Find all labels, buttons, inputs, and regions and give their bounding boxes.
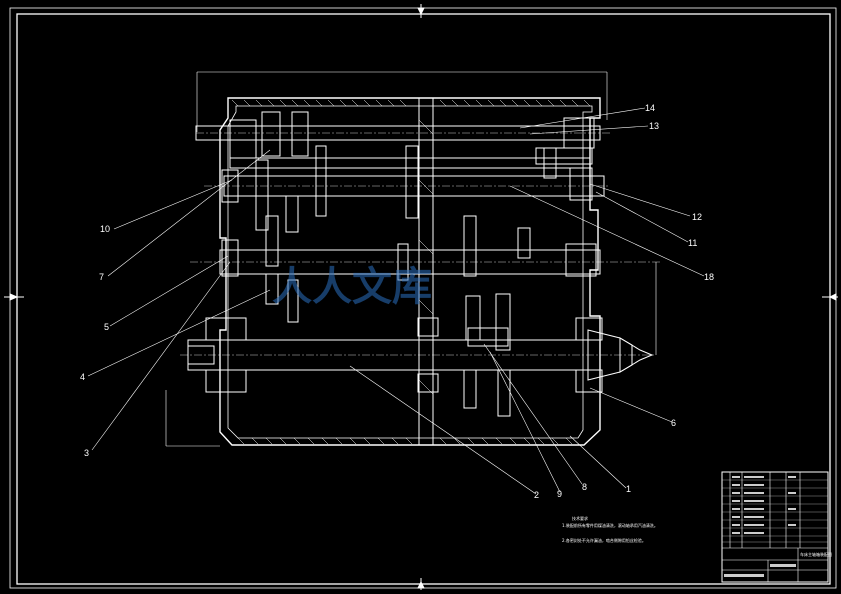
callout-13: 13 — [649, 121, 659, 131]
callout-3: 3 — [84, 448, 89, 458]
shaft-second — [229, 157, 591, 169]
shafts — [180, 125, 660, 381]
callout-2: 2 — [534, 490, 539, 500]
callout-7: 7 — [99, 272, 104, 282]
notes-heading: 技术要求 — [572, 515, 588, 521]
callout-14: 14 — [645, 103, 655, 113]
callout-9: 9 — [557, 489, 562, 499]
notes-line-1: 1.装配前所有零件用煤油清洗，滚动轴承用汽油清洗。 — [562, 522, 658, 528]
callout-18: 18 — [704, 272, 714, 282]
callout-5: 5 — [104, 322, 109, 332]
callout-10: 10 — [100, 224, 110, 234]
gearbox-housing — [165, 71, 608, 447]
notes-line-2: 2.各密封处不允许漏油，啮合侧隙用铅丝检验。 — [562, 537, 646, 543]
callout-6: 6 — [671, 418, 676, 428]
technical-notes: 技术要求 1.装配前所有零件用煤油清洗，滚动轴承用汽油清洗。 2.各密封处不允许… — [562, 515, 658, 543]
watermark: 人人文库 — [272, 263, 432, 310]
callout-1: 1 — [626, 484, 631, 494]
gears — [205, 111, 657, 417]
callout-12: 12 — [692, 212, 702, 222]
drawing-frame — [4, 4, 838, 590]
title-block — [721, 471, 829, 583]
callout-8: 8 — [582, 482, 587, 492]
callout-11: 11 — [688, 238, 697, 248]
leader-lines — [87, 107, 705, 495]
title-block-title: 车床主轴箱装配图 — [800, 551, 832, 557]
watermark-text: 人人文库 — [272, 263, 432, 310]
callout-labels: 14 13 10 7 5 4 3 12 11 18 6 1 8 9 2 — [80, 103, 714, 500]
callout-4: 4 — [80, 372, 85, 382]
